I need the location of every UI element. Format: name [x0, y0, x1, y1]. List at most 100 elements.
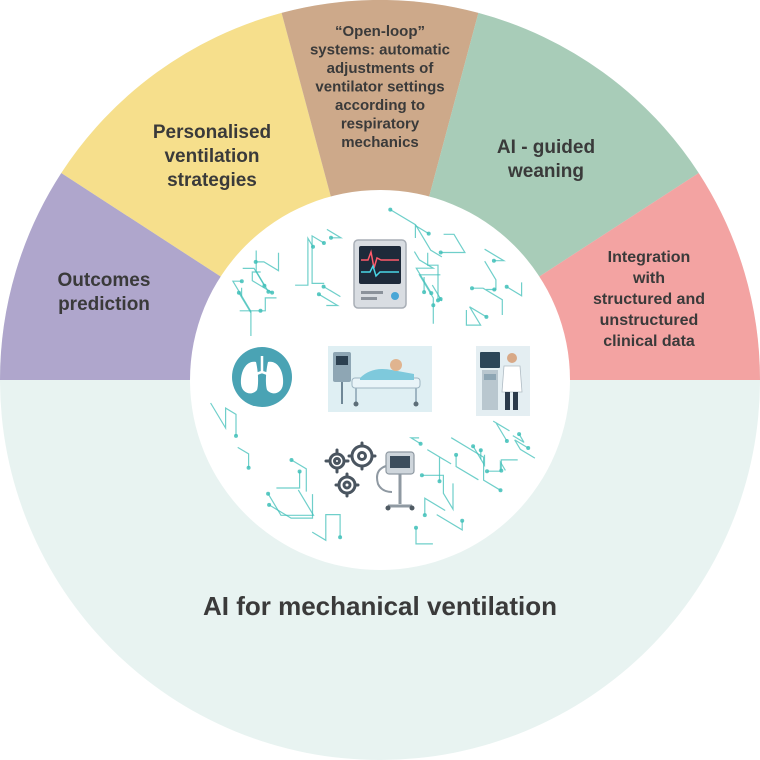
circuit-trace	[295, 236, 314, 286]
hospital-bed-icon	[328, 346, 432, 412]
circuit-trace	[418, 274, 441, 324]
circuit-node	[431, 303, 436, 308]
segment-label-line: strategies	[167, 170, 257, 191]
circuit-node	[438, 250, 443, 255]
circuit-trace	[500, 459, 518, 471]
circuit-trace	[231, 280, 252, 336]
circuit-trace	[424, 497, 446, 516]
circuit-node	[246, 465, 251, 470]
circuit-node	[414, 525, 418, 530]
circuit-node	[470, 286, 474, 291]
circuit-trace	[318, 293, 340, 307]
segment-label-line: systems: automatic	[310, 42, 450, 59]
circuit-node	[437, 479, 442, 484]
circuit-trace	[484, 248, 506, 262]
circuit-trace	[267, 489, 315, 516]
segment-label-personalised: Personalised ventilation strategies	[153, 122, 271, 191]
circuit-trace	[323, 286, 341, 298]
circuit-node	[234, 433, 238, 438]
circuit-trace	[413, 251, 436, 294]
circuit-node	[267, 502, 272, 507]
circuit-trace	[242, 267, 265, 287]
circuit-node	[338, 535, 343, 540]
circuit-node	[526, 446, 531, 450]
circuit-trace	[311, 234, 325, 284]
segment-label-line: mechanics	[341, 134, 419, 151]
circuit-trace	[487, 459, 506, 472]
circuit-node	[460, 518, 465, 523]
circuit-trace	[472, 287, 503, 315]
circuit-trace	[237, 446, 250, 468]
circuit-node	[504, 439, 509, 443]
segment-label-line: according to	[335, 97, 425, 114]
circuit-trace	[255, 252, 280, 272]
circuit-trace	[427, 252, 439, 301]
circuit-trace	[238, 287, 252, 313]
circuit-trace	[514, 439, 536, 459]
circuit-trace	[414, 224, 430, 238]
segment-label-line: AI - guided	[497, 137, 595, 158]
segment-label-line: unstructured	[600, 312, 699, 329]
monitor-icon	[353, 239, 407, 309]
circuit-node	[498, 488, 503, 493]
circuit-trace	[472, 445, 486, 468]
circuit-trace	[506, 282, 523, 297]
circuit-node	[517, 432, 522, 437]
segment-label-line: with	[632, 270, 665, 287]
circuit-trace	[512, 433, 525, 443]
circuit-node	[484, 314, 489, 319]
circuit-node	[436, 298, 440, 303]
circuit-node	[266, 491, 271, 496]
circuit-trace	[455, 454, 479, 481]
circuit-node	[478, 448, 483, 453]
circuit-node	[239, 279, 244, 284]
circuit-trace	[421, 474, 454, 512]
circuit-node	[258, 308, 263, 313]
circuit-trace	[389, 209, 443, 258]
segment-label-line: Personalised	[153, 122, 271, 143]
circuit-trace	[440, 233, 466, 254]
circuit-trace	[450, 437, 501, 491]
segment-label-line: Outcomes	[58, 270, 151, 291]
lungs-icon	[232, 347, 292, 407]
circuit-node	[485, 469, 489, 474]
segment-label-line: Integration	[608, 249, 691, 266]
circuit-node	[491, 258, 496, 263]
segment-label-integration: Integration with structured and unstructure…	[593, 249, 705, 350]
circuit-trace	[326, 228, 344, 239]
circuit-trace	[436, 514, 463, 531]
segment-label-line: ventilation	[164, 146, 259, 167]
circuit-pattern	[210, 207, 536, 545]
circuit-node	[418, 441, 423, 446]
circuit-node	[316, 292, 321, 297]
circuit-node	[388, 207, 393, 212]
circuit-node	[471, 444, 476, 449]
circuit-trace	[492, 420, 510, 442]
circuit-node	[289, 458, 294, 462]
segment-label-line: respiratory	[341, 116, 420, 133]
segment-label-line: structured and	[593, 291, 705, 308]
segment-label-line: adjustments of	[327, 60, 435, 77]
circuit-trace	[465, 306, 487, 326]
circuit-node	[419, 473, 424, 478]
circuit-node	[270, 290, 275, 295]
circuit-trace	[239, 297, 277, 312]
circuit-trace	[291, 459, 307, 492]
circuit-node	[266, 289, 271, 294]
circuit-node	[492, 287, 497, 292]
segment-label-line: ventilator settings	[315, 79, 444, 96]
segment-label-line: clinical data	[603, 333, 695, 350]
circuit-trace	[210, 402, 237, 436]
circuit-node	[504, 284, 509, 289]
ventilator-icon	[376, 451, 415, 511]
circuit-trace	[426, 449, 452, 482]
circuit-node	[253, 259, 258, 264]
segment-label-line: “Open-loop”	[335, 23, 425, 40]
circuit-node	[422, 513, 427, 518]
gears-icon	[324, 441, 377, 498]
circuit-node	[426, 231, 431, 236]
